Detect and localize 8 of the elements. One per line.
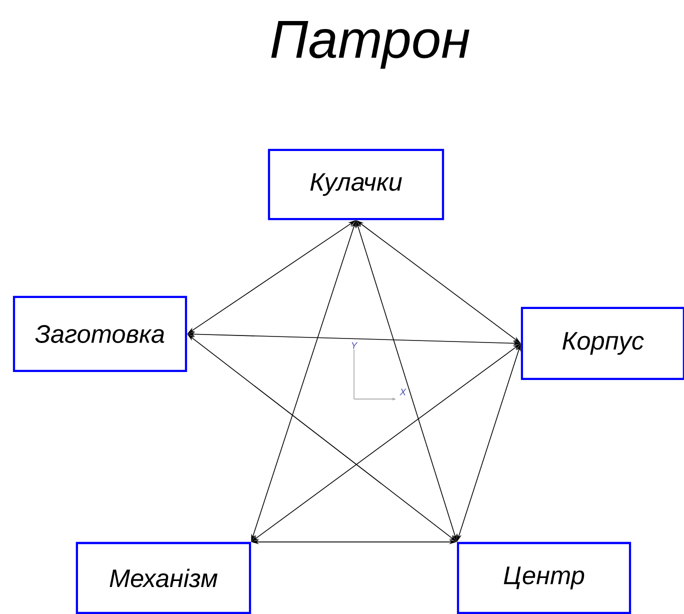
process-box: Корпус (520, 306, 684, 380)
process-box: Заготовка (12, 296, 188, 372)
process-box: Центр (456, 542, 632, 614)
process-box: Механізм (76, 542, 252, 614)
axis-label: Y (350, 342, 358, 350)
axis-label: X (399, 388, 407, 396)
process-box: Кулачки (268, 148, 444, 220)
title: Патрон (271, 21, 470, 69)
